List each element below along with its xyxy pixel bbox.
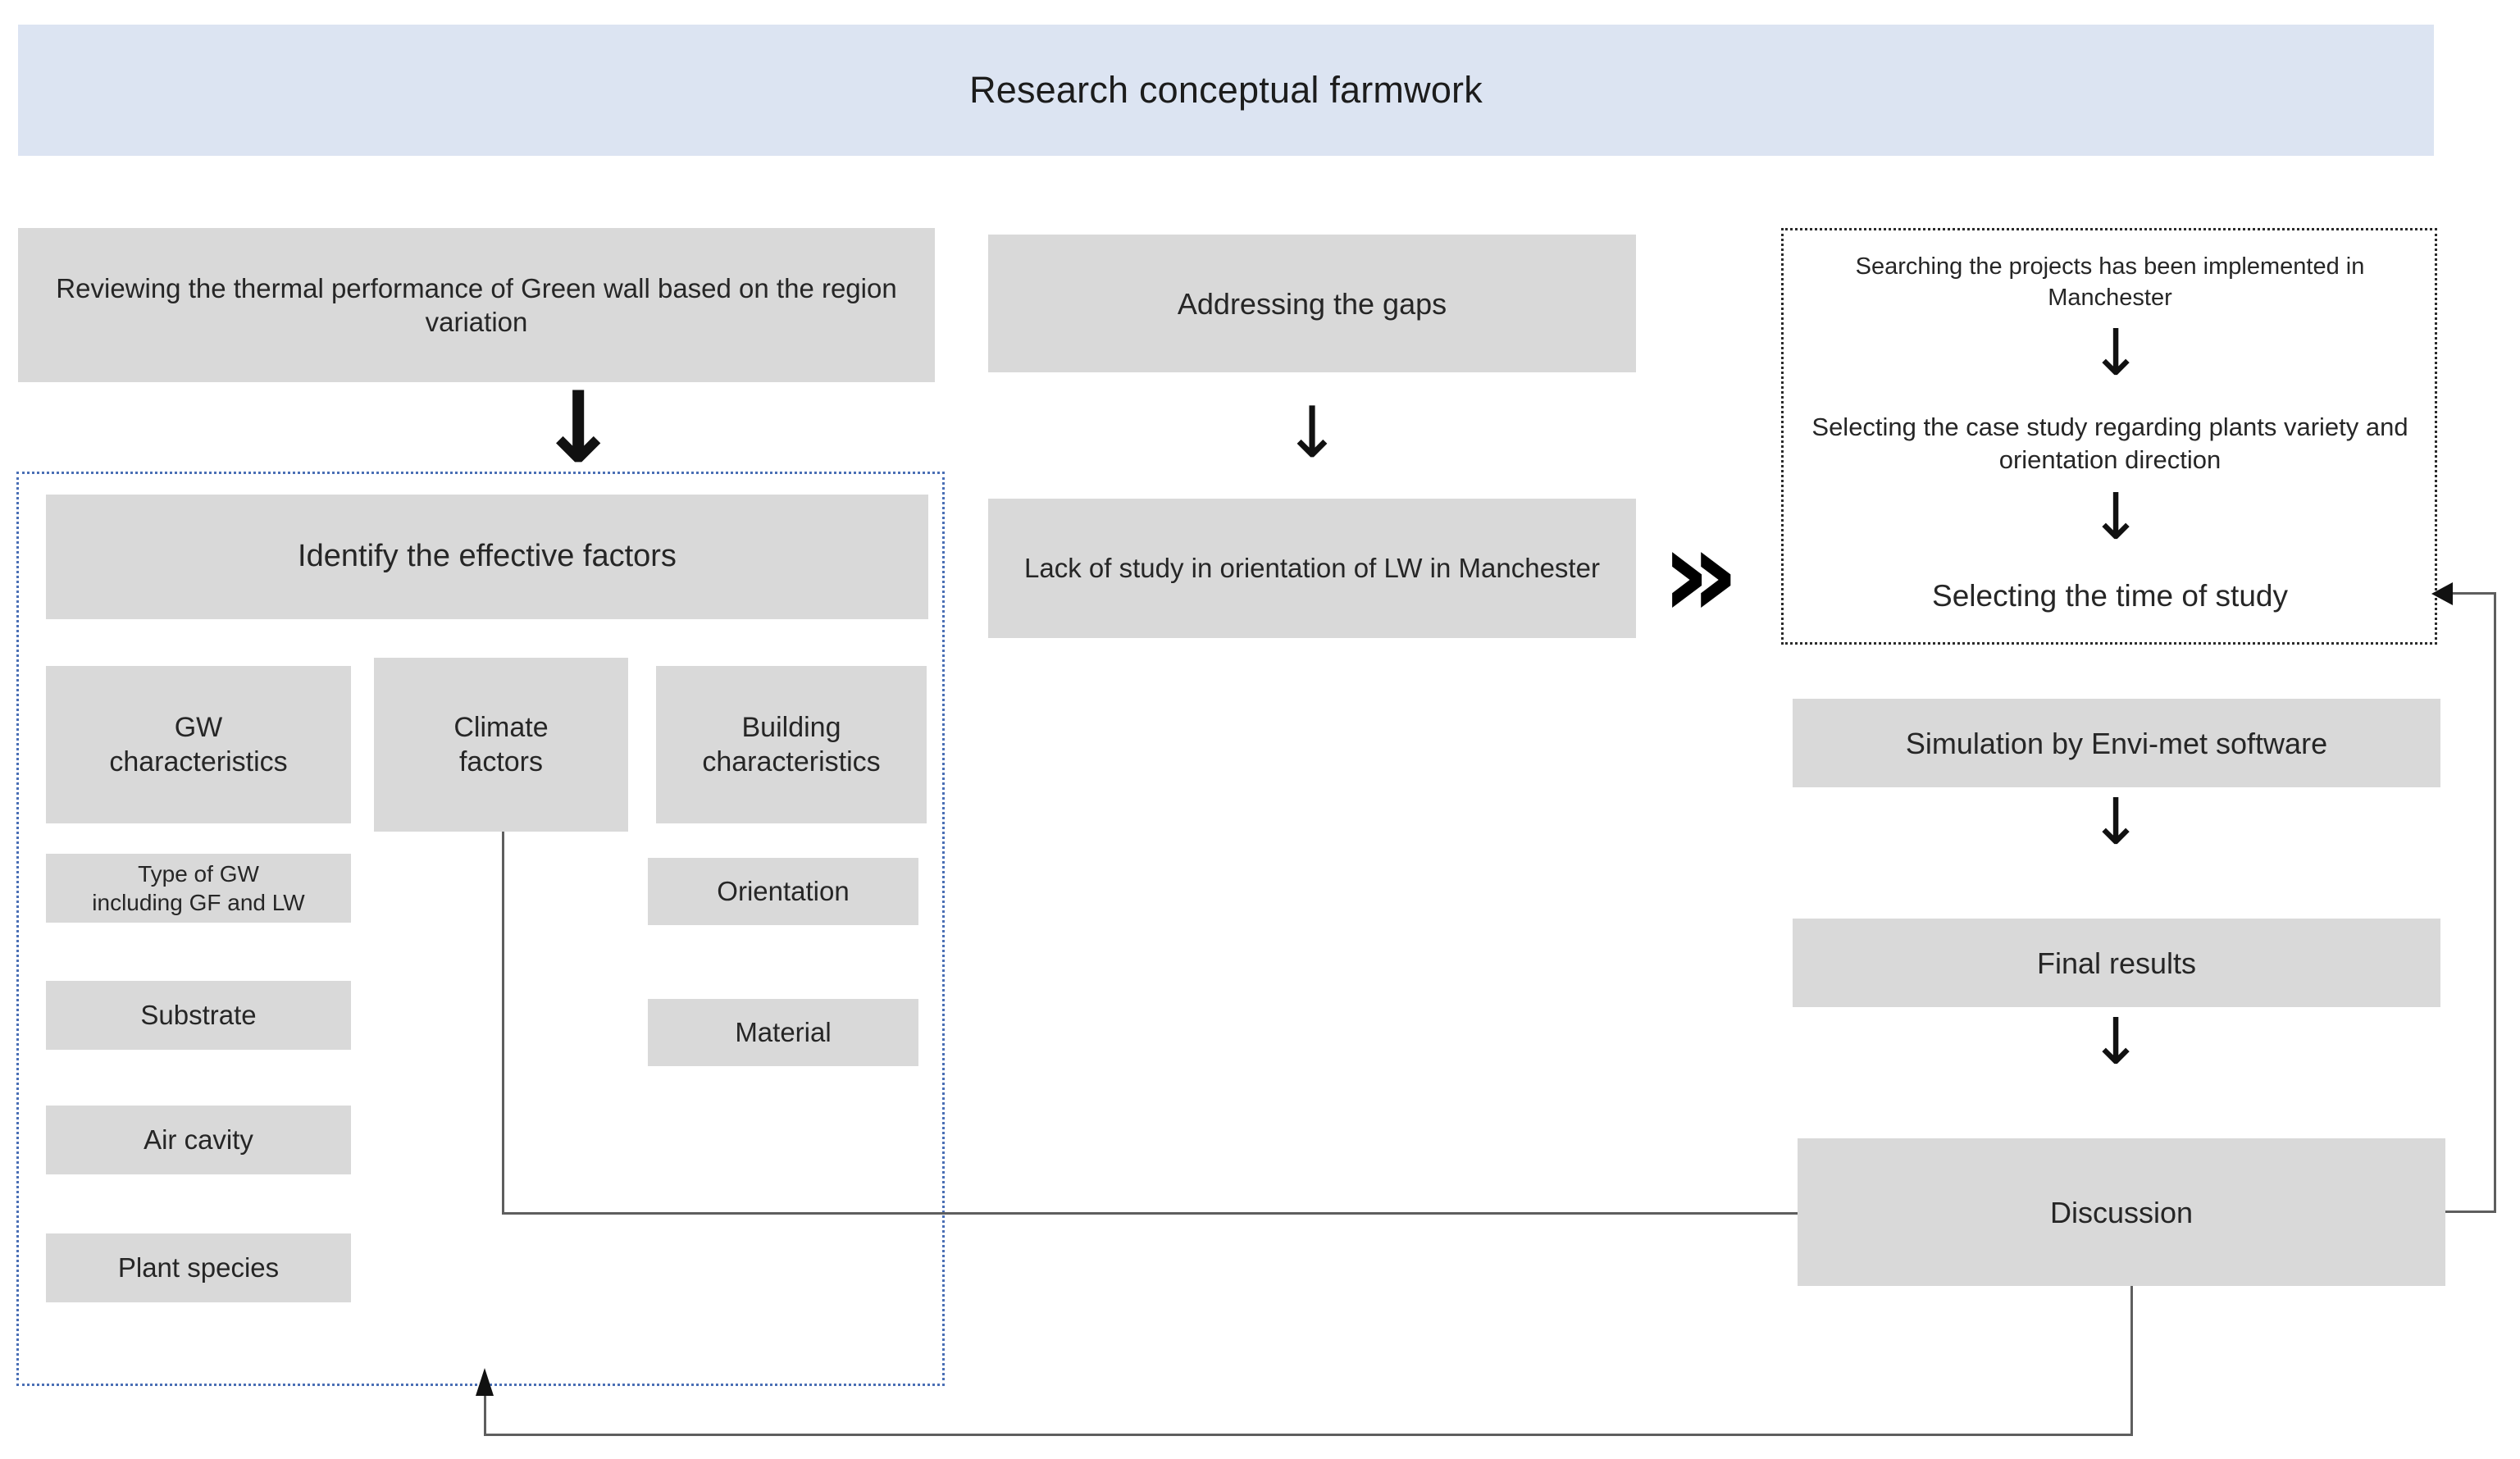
node-final-results: Final results	[1793, 919, 2440, 1007]
group-methodology	[1781, 228, 2437, 645]
node-building-characteristics: Building characteristics	[656, 666, 927, 823]
arrow-down-icon-select-case-to-time: ↓	[2089, 481, 2143, 554]
arrow-down-icon-search-to-select-case: ↓	[2089, 317, 2143, 390]
node-selecting-time-of-study: Selecting the time of study	[1932, 578, 2288, 613]
node-material: Material	[648, 999, 918, 1066]
page-title: Research conceptual farmwork	[969, 69, 1483, 111]
node-identify-effective-factors: Identify the effective factors	[46, 495, 928, 619]
node-substrate: Substrate	[46, 981, 351, 1050]
feedback-bottom-vertical-to-group	[484, 1394, 486, 1435]
node-air-cavity: Air cavity	[46, 1106, 351, 1174]
arrow-down-icon-review-to-identify: ↓	[536, 372, 620, 486]
feedback-right-vertical-segment	[2494, 592, 2496, 1213]
connector-climate-to-discussion-vertical	[502, 832, 504, 1212]
feedback-bottom-horizontal-segment	[484, 1434, 2133, 1436]
node-simulation-envi-met: Simulation by Envi-met software	[1793, 699, 2440, 787]
feedback-right-bottom-segment	[2445, 1211, 2496, 1213]
node-orientation: Orientation	[648, 858, 918, 925]
node-review-thermal-performance: Reviewing the thermal performance of Gre…	[18, 228, 935, 382]
node-type-of-gw: Type of GW including GF and LW	[46, 854, 351, 923]
node-climate-factors: Climate factors	[374, 658, 628, 832]
feedback-right-arrowhead-icon	[2431, 582, 2453, 605]
double-chevron-right-icon: »	[1661, 503, 1740, 645]
node-searching-projects: Searching the projects has been implemen…	[1855, 253, 2365, 311]
arrow-down-icon-gaps-to-lack: ↓	[1282, 392, 1342, 474]
node-addressing-the-gaps: Addressing the gaps	[988, 235, 1636, 372]
feedback-bottom-vertical-from-discussion	[2130, 1286, 2133, 1436]
node-gw-characteristics: GW characteristics	[46, 666, 351, 823]
diagram-title-band: Research conceptual farmwork	[18, 25, 2434, 156]
feedback-bottom-arrowhead-icon	[476, 1368, 494, 1396]
node-discussion: Discussion	[1798, 1138, 2445, 1286]
node-selecting-case-study: Selecting the case study regarding plant…	[1811, 412, 2408, 474]
arrow-down-icon-simulation-to-results: ↓	[2089, 786, 2143, 859]
node-lack-of-study: Lack of study in orientation of LW in Ma…	[988, 499, 1636, 638]
feedback-right-top-segment	[2452, 592, 2496, 595]
connector-climate-to-discussion-horizontal	[502, 1212, 1798, 1215]
node-plant-species: Plant species	[46, 1233, 351, 1302]
arrow-down-icon-results-to-discussion: ↓	[2089, 1005, 2143, 1079]
